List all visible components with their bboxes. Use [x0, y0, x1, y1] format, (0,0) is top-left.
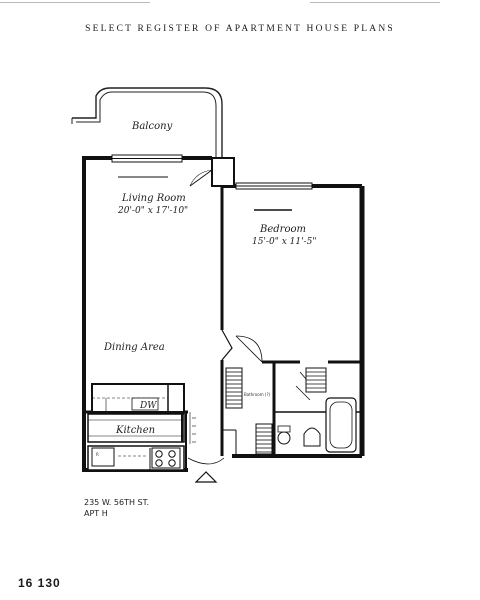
top-rule-left	[0, 2, 150, 3]
page-title: SELECT REGISTER OF APARTMENT HOUSE PLANS	[85, 24, 395, 34]
living-room-dims: 20'-0" x 17'-10"	[117, 206, 188, 216]
top-rule-right	[310, 2, 440, 3]
balcony-railing	[71, 87, 223, 160]
dining-area-label: Dining Area	[103, 342, 165, 353]
address-line-1: 235 W. 56TH ST.	[84, 498, 149, 507]
balcony-label: Balcony	[131, 121, 173, 132]
refrigerator-label: R	[96, 452, 99, 457]
bathroom-fixtures	[277, 397, 357, 453]
page-number: 16 130	[18, 576, 61, 590]
windows	[111, 154, 313, 190]
bedroom-dims: 15'-0" x 11'-5"	[252, 237, 316, 247]
address-line-2: APT H	[84, 509, 108, 518]
kitchen-label: Kitchen	[115, 425, 155, 436]
stove	[151, 447, 181, 469]
dishwasher-label: DW	[139, 401, 157, 411]
kitchen-counters	[87, 383, 196, 471]
bedroom-label: Bedroom	[259, 224, 306, 235]
living-room-label: Living Room	[121, 193, 186, 204]
closet-note: Bathroom (?)	[244, 392, 271, 397]
closet-hatching	[225, 367, 327, 455]
entry-arrow-icon	[194, 471, 218, 483]
